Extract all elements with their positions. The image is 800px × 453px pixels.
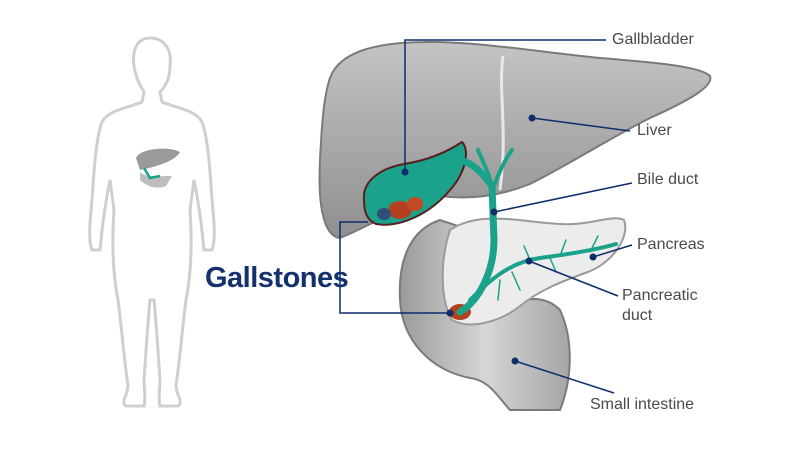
liver-leader	[531, 117, 631, 132]
pancreatic-duct-leader	[528, 260, 619, 297]
pancreas	[441, 217, 627, 326]
gallbladder-leader	[404, 39, 606, 172]
bile-duct-leader	[493, 182, 633, 213]
label-pancreatic-duct-line1: Pancreatic	[622, 287, 698, 304]
bile-duct	[451, 148, 514, 316]
small-intestine-leader	[514, 360, 615, 394]
mini-organs-icon	[136, 148, 180, 188]
label-pancreas: Pancreas	[637, 236, 705, 253]
label-small-intestine: Small intestine	[590, 396, 695, 413]
label-gallbladder: Gallbladder	[612, 31, 694, 48]
gallstones-bracket	[339, 221, 450, 314]
gallstones-title: Gallstones	[205, 262, 349, 294]
label-liver: Liver	[637, 122, 672, 139]
pancreatic-duct	[468, 235, 618, 302]
label-pancreatic-duct-line2: duct	[622, 307, 653, 324]
gallbladder	[362, 140, 467, 226]
label-bile-duct: Bile duct	[637, 171, 699, 188]
pancreas-leader	[592, 244, 633, 258]
human-body-outline	[88, 36, 216, 408]
leader-dots	[401, 114, 597, 365]
leader-lines	[339, 39, 633, 394]
